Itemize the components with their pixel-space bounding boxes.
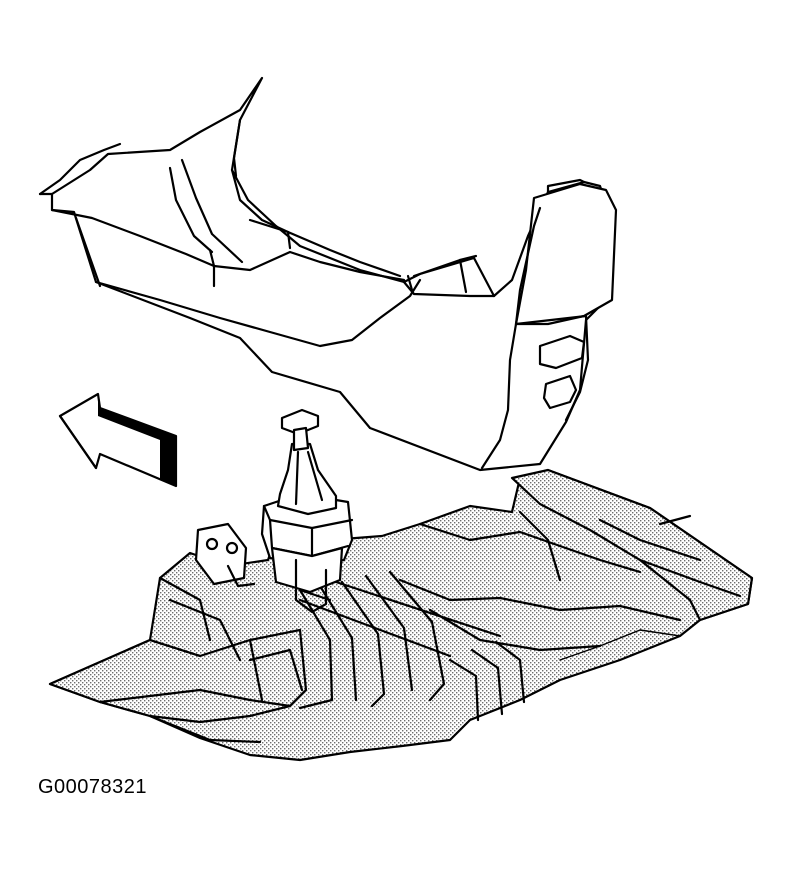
console-rear-vent-lower <box>542 374 578 410</box>
shifter-knob <box>280 408 320 436</box>
floor-mount-bracket <box>194 522 256 588</box>
vehicle-floor-pan-icon <box>48 468 754 762</box>
shift-lever-icon <box>260 408 354 614</box>
floor-left-seams <box>98 576 304 744</box>
arrow-shadow <box>98 394 176 486</box>
console-rear-vent-upper <box>538 334 586 370</box>
floor-console-icon <box>38 76 618 472</box>
floor-rear-panel <box>510 468 754 622</box>
front-direction-arrow-icon <box>58 392 178 488</box>
console-shell <box>50 76 612 472</box>
figure-id-label: G00078321 <box>38 776 148 798</box>
shifter-housing <box>270 546 344 594</box>
floor-right-seams <box>398 510 742 661</box>
console-armrest <box>514 182 618 326</box>
floor-tunnel-ridges <box>298 570 526 722</box>
shifter-boot <box>276 442 338 516</box>
